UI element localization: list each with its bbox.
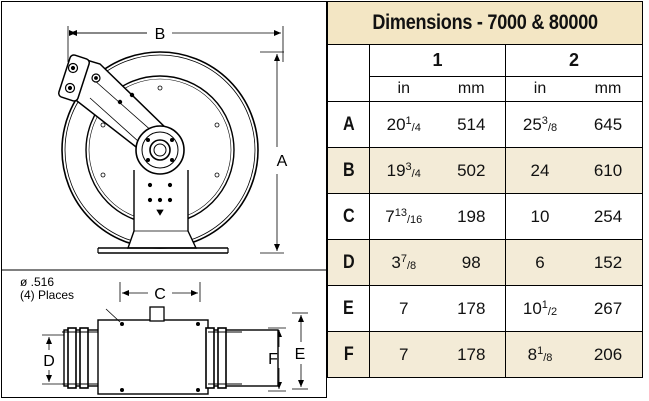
row-letter: F bbox=[327, 331, 370, 378]
dimension-values-1: 7 178 bbox=[369, 331, 506, 378]
inch-value: 253/8 bbox=[522, 114, 558, 134]
dimension-values-2: 24 610 bbox=[505, 147, 643, 194]
reel-base-view bbox=[42, 282, 308, 395]
hose-reel-drawing: B A bbox=[2, 26, 328, 395]
unit-in: in bbox=[397, 80, 410, 97]
dimension-values-1: 713/16 198 bbox=[369, 193, 506, 240]
inch-value: 81/8 bbox=[527, 344, 553, 364]
mm-value: 267 bbox=[593, 298, 623, 318]
table-row: E 7 178 101/2 267 bbox=[327, 285, 643, 332]
units-header-1: in mm bbox=[369, 76, 506, 102]
dim-label-b: B bbox=[155, 26, 166, 43]
mm-value: 178 bbox=[457, 298, 486, 318]
mm-value: 198 bbox=[457, 206, 486, 226]
dimension-values-2: 81/8 206 bbox=[505, 331, 643, 378]
dimension-values-2: 6 152 bbox=[505, 239, 643, 286]
inch-value: 7 bbox=[399, 298, 409, 318]
table-row: A 201/4 514 253/8 645 bbox=[327, 101, 643, 148]
reel-side-view bbox=[57, 26, 284, 254]
mm-value: 98 bbox=[461, 252, 481, 272]
dimension-values-2: 10 254 bbox=[505, 193, 643, 240]
column-header-1: 1 bbox=[369, 44, 506, 77]
inch-value: 6 bbox=[535, 252, 545, 272]
mm-value: 178 bbox=[457, 344, 486, 364]
reel-drawing-panel: B A bbox=[1, 1, 328, 398]
dimension-values-2: 101/2 267 bbox=[505, 285, 643, 332]
inch-value: 193/4 bbox=[386, 160, 421, 180]
inch-value: 713/16 bbox=[385, 206, 423, 226]
mm-value: 645 bbox=[593, 114, 623, 134]
dim-label-c: C bbox=[154, 286, 166, 303]
hole-count-callout: (4) Places bbox=[20, 288, 74, 302]
unit-mm: mm bbox=[457, 80, 485, 97]
blank-header-cell bbox=[327, 44, 370, 102]
dimension-values-1: 37/8 98 bbox=[369, 239, 506, 286]
inch-value: 7 bbox=[399, 344, 409, 364]
inch-value: 10 bbox=[530, 206, 550, 226]
table-row: B 193/4 502 24 610 bbox=[327, 147, 643, 194]
row-letter: B bbox=[327, 147, 370, 194]
mm-value: 152 bbox=[593, 252, 623, 272]
dimension-values-2: 253/8 645 bbox=[505, 101, 643, 148]
dim-label-d: D bbox=[43, 353, 55, 370]
inch-value: 24 bbox=[530, 160, 550, 180]
dimension-values-1: 7 178 bbox=[369, 285, 506, 332]
dimension-values-1: 193/4 502 bbox=[369, 147, 506, 194]
mm-value: 254 bbox=[593, 206, 623, 226]
mm-value: 206 bbox=[593, 344, 623, 364]
inch-value: 201/4 bbox=[386, 114, 421, 134]
dim-label-e: E bbox=[295, 346, 306, 363]
column-header-2: 2 bbox=[505, 44, 643, 77]
table-row: F 7 178 81/8 206 bbox=[327, 331, 643, 378]
mm-value: 514 bbox=[457, 114, 486, 134]
inch-value: 37/8 bbox=[391, 252, 417, 272]
table-row: C 713/16 198 10 254 bbox=[327, 193, 643, 240]
mm-value: 502 bbox=[457, 160, 486, 180]
row-letter: C bbox=[327, 193, 370, 240]
inch-value: 101/2 bbox=[522, 298, 558, 318]
table-title: Dimensions - 7000 & 80000 bbox=[327, 1, 643, 45]
row-letter: E bbox=[327, 285, 370, 332]
dim-label-a: A bbox=[277, 153, 288, 170]
unit-in: in bbox=[533, 80, 547, 97]
row-letter: D bbox=[327, 239, 370, 286]
unit-mm: mm bbox=[594, 80, 622, 97]
hole-size-callout: ø .516 bbox=[20, 275, 54, 289]
row-letter: A bbox=[327, 101, 370, 148]
dim-label-f: F bbox=[268, 351, 278, 368]
dimension-values-1: 201/4 514 bbox=[369, 101, 506, 148]
table-row: D 37/8 98 6 152 bbox=[327, 239, 643, 286]
units-header-2: in mm bbox=[505, 76, 643, 102]
mm-value: 610 bbox=[593, 160, 623, 180]
